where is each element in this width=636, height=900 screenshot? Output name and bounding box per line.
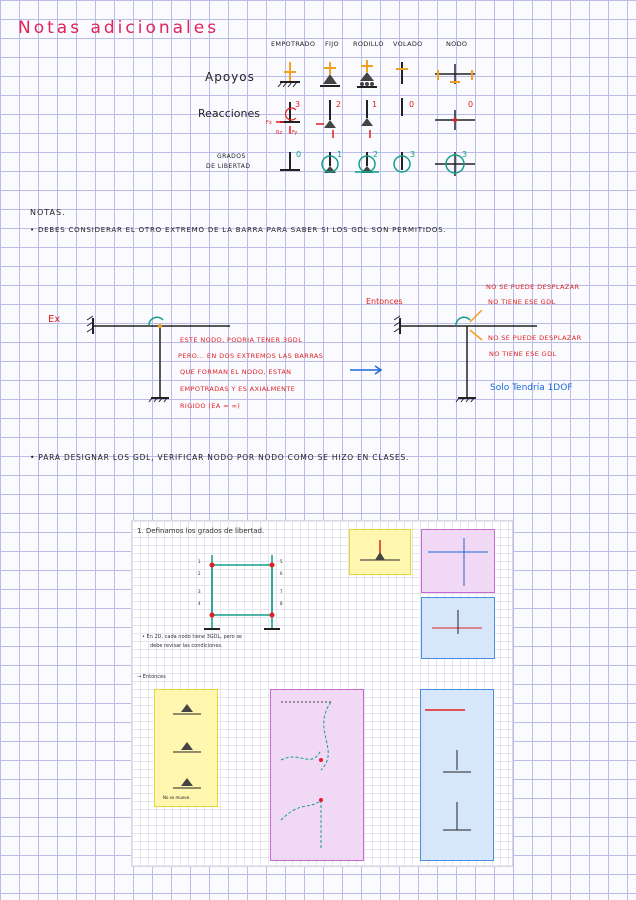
blue-box-top	[421, 597, 495, 659]
node-number-6: 6	[280, 571, 283, 576]
node-number-2: 2	[198, 571, 201, 576]
embedded-note-line-2: debe revisar las condiciones.	[150, 643, 223, 649]
page-title: Notas adicionales	[18, 18, 220, 38]
blue-box-bottom	[420, 689, 494, 861]
supports-table-drawing	[276, 60, 475, 176]
right-red-line-2: NO TIENE ESE GDL	[488, 298, 556, 306]
node-number-8: 8	[280, 601, 283, 606]
no-se-mueve-label: No se mueve.	[163, 795, 191, 800]
notes-heading: NOTAS.	[30, 208, 66, 217]
reaction-count-fijo: 2	[336, 100, 342, 109]
force-label-rz: Rz	[276, 130, 283, 136]
note-1: • DEBES CONSIDERAR EL OTRO EXTREMO DE LA…	[30, 226, 447, 234]
right-red-line-3: NO SE PUEDE DESPLAZAR	[488, 334, 582, 342]
embedded-entonces: → Entonces	[137, 674, 166, 680]
node-number-3: 3	[198, 589, 201, 594]
force-label-fy: Fy	[292, 130, 298, 136]
entonces-label: Entonces	[366, 297, 403, 306]
reaction-count-rodillo: 1	[372, 100, 378, 109]
col-header-empotrado: EMPOTRADO	[271, 40, 316, 48]
node-number-4: 4	[198, 601, 201, 606]
right-red-line-1: NO SE PUEDE DESPLAZAR	[486, 283, 580, 291]
rodillo-support-icon	[357, 60, 377, 88]
col-header-nodo: NODO	[446, 40, 468, 48]
node-number-5: 5	[280, 559, 283, 564]
note-2: • PARA DESIGNAR LOS GDL, VERIFICAR NODO …	[30, 453, 410, 462]
col-header-rodillo: RODILLO	[353, 40, 384, 48]
reacciones-row	[276, 98, 475, 138]
embedded-frame-drawing	[204, 555, 280, 630]
right-red-line-4: NO TIENE ESE GDL	[489, 350, 557, 358]
dof-count-empotrado: 0	[296, 150, 302, 159]
node-number-1: 1	[198, 559, 201, 564]
embedded-note-line-1: • En 2D, cada nodo tiene 3GDL, pero se	[142, 634, 243, 640]
example-frame-left	[86, 315, 230, 403]
example-red-line-5: RIGIDO (EA = ∞)	[180, 402, 241, 410]
row-label-reacciones: Reacciones	[198, 107, 261, 120]
example-label: Ex	[48, 314, 61, 325]
volado-support-icon	[396, 62, 408, 84]
row-label-grados: GRADOS	[217, 153, 246, 160]
purple-box-bottom	[270, 689, 364, 861]
force-label-fx: Fx	[266, 120, 272, 126]
example-red-line-3: QUE FORMAN EL NODO, ESTAN	[180, 368, 292, 376]
embedded-heading: 1. Definamos los grados de libertad.	[137, 527, 265, 535]
dof-count-volado: 3	[410, 150, 416, 159]
example-red-line-1: ESTE NODO, PODRIA TENER 3GDL	[180, 336, 303, 344]
nodo-support-icon	[435, 64, 475, 84]
embedded-notes-image: 1. Definamos los grados de libertad. 1 2…	[131, 520, 513, 867]
conclusion-text: Solo Tendría 1DOF	[490, 383, 573, 393]
fijo-support-icon	[320, 62, 340, 87]
col-header-fijo: FIJO	[325, 40, 339, 48]
dof-count-rodillo: 2	[373, 150, 379, 159]
row-label-libertad: DE LIBERTAD	[206, 163, 251, 170]
yellow-box-top	[349, 529, 411, 575]
example-red-line-4: EMPOTRADAS Y ES AXIALMENTE	[180, 385, 296, 393]
example-frame-right	[393, 310, 537, 403]
arrow-right-icon	[350, 365, 383, 375]
dof-count-nodo: 3	[462, 150, 468, 159]
reaction-count-volado: 0	[409, 100, 415, 109]
empotrado-support-icon	[277, 62, 300, 88]
yellow-box-bottom: No se mueve.	[154, 689, 218, 807]
row-label-apoyos: Apoyos	[205, 70, 255, 84]
col-header-volado: VOLADO	[393, 40, 423, 48]
dof-row	[280, 152, 475, 176]
reaction-count-nodo: 0	[468, 100, 474, 109]
example-red-line-2: PERO... EN DOS EXTREMOS LAS BARRAS	[178, 352, 324, 360]
purple-box-top	[421, 529, 495, 593]
node-number-7: 7	[280, 589, 283, 594]
dof-count-fijo: 1	[337, 150, 343, 159]
reaction-count-empotrado: 3	[295, 100, 301, 109]
